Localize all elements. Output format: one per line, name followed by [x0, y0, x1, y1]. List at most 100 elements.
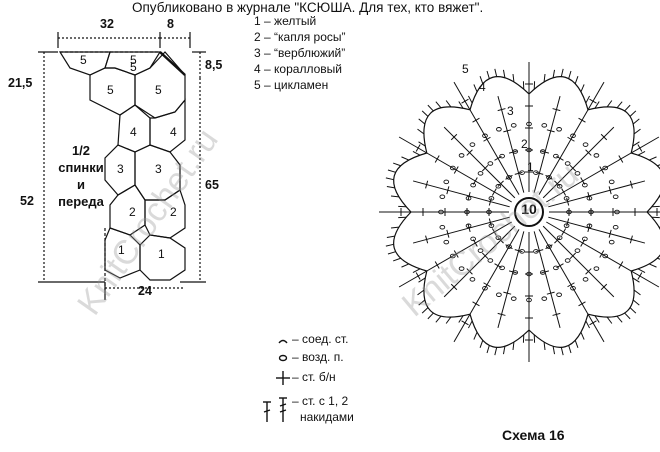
stitch-tick [425, 235, 429, 244]
edge-stitch [512, 73, 515, 83]
chain-loop [510, 123, 517, 128]
stitch-tick [567, 136, 575, 142]
chain-loop [574, 171, 581, 176]
edge-stitch [486, 345, 490, 354]
edge-stitch [386, 185, 395, 189]
stitch-tick [488, 218, 492, 227]
stitch-tick [599, 250, 605, 258]
slip-stitch-icon [278, 339, 288, 344]
edge-stitch [494, 68, 498, 77]
stitch-tick [425, 180, 429, 189]
edge-stitch [445, 100, 452, 108]
row-number: 3 [507, 104, 514, 118]
stitch-line [542, 126, 615, 199]
row-number: 1 [527, 160, 534, 174]
edge-stitch [417, 128, 425, 135]
edge-stitch [648, 263, 657, 268]
double-crochet-icon [263, 397, 287, 422]
stitch-tick [466, 268, 473, 275]
stitch-tick [450, 283, 458, 291]
chain-loop [488, 223, 495, 228]
edge-stitch [637, 150, 646, 156]
hex-label: 5 [107, 83, 114, 97]
stitch-line [443, 225, 516, 298]
dim-right-main: 65 [205, 178, 219, 192]
chain-loop [586, 195, 593, 201]
stitch-line [443, 126, 516, 199]
chain-loop [526, 147, 532, 153]
stitch-tick [618, 261, 624, 269]
edge-stitch [458, 315, 464, 323]
legend-item: 5 – цикламен [254, 78, 329, 92]
chain-loop [458, 266, 465, 271]
edge-stitch [633, 128, 641, 135]
stitch-tick [446, 229, 450, 238]
stitch-tick [587, 191, 591, 200]
petal-arch [393, 152, 427, 213]
edge-stitch [502, 346, 506, 355]
stitch-tick [535, 171, 544, 175]
chain-loop [477, 171, 484, 176]
stitch-tick [415, 272, 421, 280]
chain-loop [449, 253, 456, 259]
edge-stitch [467, 95, 473, 104]
chain-loop [487, 258, 494, 263]
chain-loop [563, 196, 570, 201]
dim-top-right: 8 [167, 17, 174, 31]
edge-stitch [552, 346, 556, 355]
chain-loop [608, 239, 615, 245]
center-ring [514, 197, 544, 227]
hex-label: 2 [170, 205, 177, 219]
edge-stitch [560, 68, 564, 77]
stitch-tick [514, 249, 523, 253]
edge-stitch [417, 289, 425, 296]
chain-loop [533, 170, 539, 175]
petal-arch [528, 76, 589, 110]
chain-loop [499, 265, 505, 271]
chain-loop [470, 236, 476, 242]
chain-loop [496, 127, 502, 132]
chain-loop [612, 194, 619, 199]
edge-stitch [580, 331, 585, 340]
edge-stitch [418, 299, 426, 306]
chain-loop [526, 297, 532, 303]
stitch-tick [629, 180, 633, 189]
hex-label: 5 [130, 60, 137, 74]
chain-loop [546, 244, 552, 249]
stitch-tick [503, 129, 512, 133]
chain-loop [608, 179, 615, 185]
chain-loop [477, 248, 484, 253]
edge-stitch [418, 141, 426, 147]
petal-arch [631, 211, 660, 272]
stitch-tick [450, 133, 458, 141]
stitch-tick [483, 282, 491, 288]
edge-stitch [401, 156, 410, 161]
edge-stitch [632, 118, 640, 125]
stitch-tick [566, 218, 570, 227]
stitch-tick [587, 224, 591, 233]
chain-loop [443, 239, 450, 245]
stitch-tick [488, 197, 492, 206]
edge-stitch [479, 340, 484, 349]
chain-loop [612, 225, 619, 230]
edge-stitch [427, 312, 434, 320]
chain-loop [556, 184, 563, 189]
chain-icon [278, 354, 288, 362]
edge-stitch [585, 320, 591, 329]
edge-stitch [543, 73, 546, 83]
chain-loop [533, 249, 539, 254]
chain-loop [439, 225, 446, 230]
edge-stitch [418, 118, 426, 125]
stitch-line [548, 180, 646, 208]
hex-label: 4 [170, 125, 177, 139]
edge-stitch [473, 84, 478, 93]
edge-stitch [632, 299, 640, 306]
edge-stitch [486, 70, 490, 79]
legend-item: 2 – “капля росы” [254, 30, 346, 44]
chain-loop [469, 142, 476, 147]
chain-loop [449, 165, 456, 171]
stitch-tick [637, 144, 643, 152]
edge-stitch [512, 341, 515, 351]
